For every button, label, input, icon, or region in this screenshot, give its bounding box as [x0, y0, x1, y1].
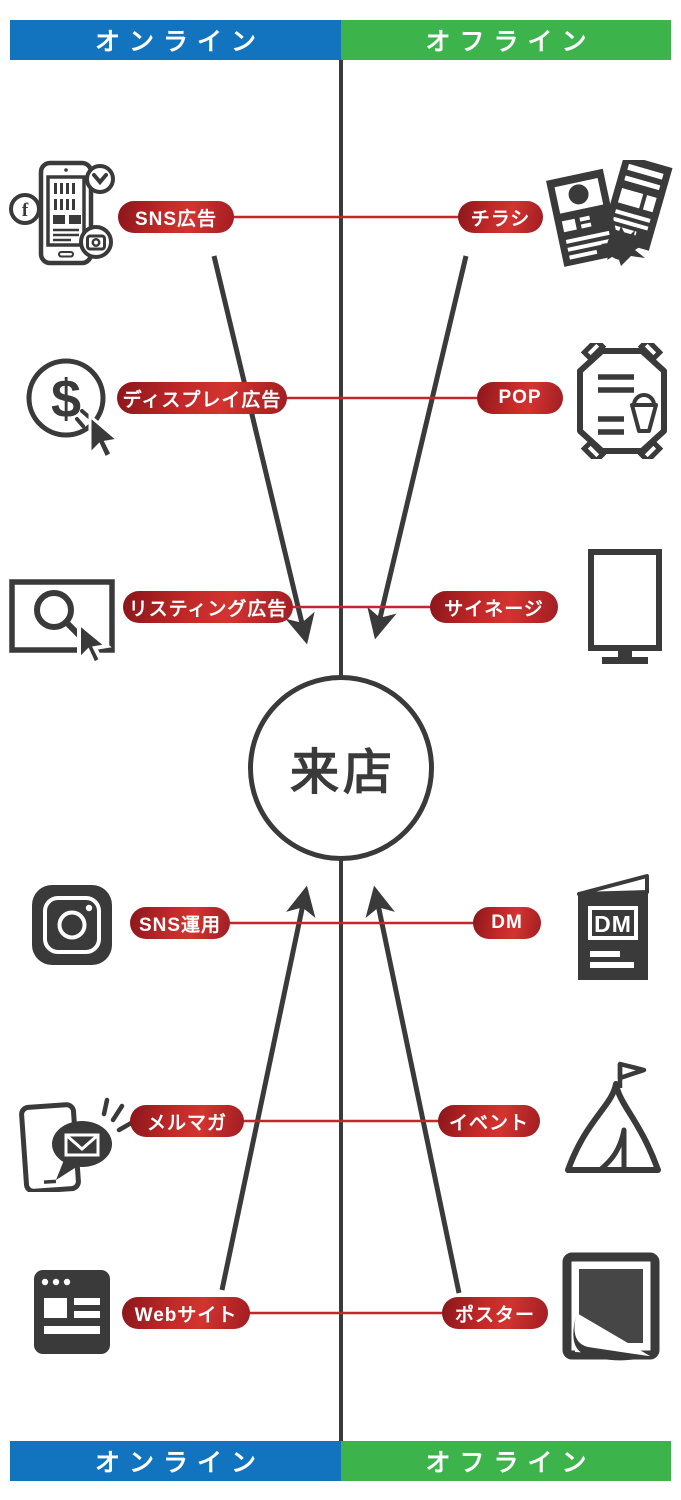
- arrow-top-right: [367, 255, 469, 640]
- pill-mail-magazine-label: メルマガ: [146, 1112, 227, 1134]
- event-tent-icon: [565, 1061, 661, 1173]
- pill-sns-ads: SNS広告: [118, 201, 234, 233]
- pill-display-ads-label: ディスプレイ広告: [122, 389, 282, 411]
- browser-icon: [34, 1270, 110, 1354]
- store-visit-label: 来店: [289, 745, 396, 800]
- pill-pop-label: POP: [498, 387, 542, 408]
- pill-pop: POP: [477, 382, 563, 414]
- pill-listing-ads: リスティング広告: [123, 591, 293, 623]
- pill-signage-label: サイネージ: [444, 598, 544, 620]
- footer-online-label: オンライン: [94, 1449, 265, 1477]
- poster-icon: [562, 1252, 660, 1361]
- pill-flyer-label: チラシ: [470, 208, 531, 230]
- header-offline-label: オフライン: [425, 28, 596, 56]
- arrow-top-left: [211, 255, 315, 645]
- header-offline-bar: オフライン: [341, 20, 671, 60]
- search-click-icon: [9, 579, 115, 664]
- instagram-icon: [32, 885, 112, 965]
- arrow-bottom-right: [365, 885, 462, 1294]
- pill-sns-operation-label: SNS運用: [138, 914, 222, 936]
- arrow-bottom-left: [219, 885, 316, 1291]
- pill-direct-mail-label: DM: [491, 912, 523, 933]
- pill-listing-ads-label: リスティング広告: [128, 598, 288, 620]
- flyer-icon: [546, 160, 673, 267]
- header-online-label: オンライン: [94, 28, 265, 56]
- direct-mail-icon: DM: [577, 874, 649, 980]
- pop-stand-icon: [577, 343, 667, 459]
- footer-offline-bar: オフライン: [341, 1441, 671, 1481]
- pill-poster-label: ポスター: [454, 1304, 535, 1326]
- pill-event: イベント: [438, 1105, 540, 1137]
- header-online-bar: オンライン: [10, 20, 341, 60]
- pill-signage: サイネージ: [430, 591, 558, 623]
- conversion-arrows: [211, 255, 469, 1294]
- pill-display-ads: ディスプレイ広告: [117, 382, 287, 414]
- pill-flyer: チラシ: [458, 201, 543, 233]
- svg-text:DM: DM: [594, 911, 632, 937]
- store-visit-circle: 来店: [248, 675, 434, 861]
- smartphone-social-icon: f: [9, 160, 115, 266]
- pill-website-label: Webサイト: [134, 1304, 238, 1326]
- dollar-click-icon: $: [26, 358, 122, 460]
- pill-poster: ポスター: [442, 1297, 548, 1329]
- pill-event-label: イベント: [448, 1112, 529, 1134]
- tablet-mail-icon: [19, 1097, 136, 1192]
- pill-website: Webサイト: [122, 1297, 250, 1329]
- pill-mail-magazine: メルマガ: [130, 1105, 244, 1137]
- pill-sns-ads-label: SNS広告: [134, 208, 218, 230]
- pill-direct-mail: DM: [473, 907, 541, 939]
- footer-offline-label: オフライン: [425, 1449, 596, 1477]
- svg-text:f: f: [22, 200, 29, 221]
- pill-sns-operation: SNS運用: [130, 907, 230, 939]
- signage-icon: [588, 549, 662, 664]
- footer-online-bar: オンライン: [10, 1441, 341, 1481]
